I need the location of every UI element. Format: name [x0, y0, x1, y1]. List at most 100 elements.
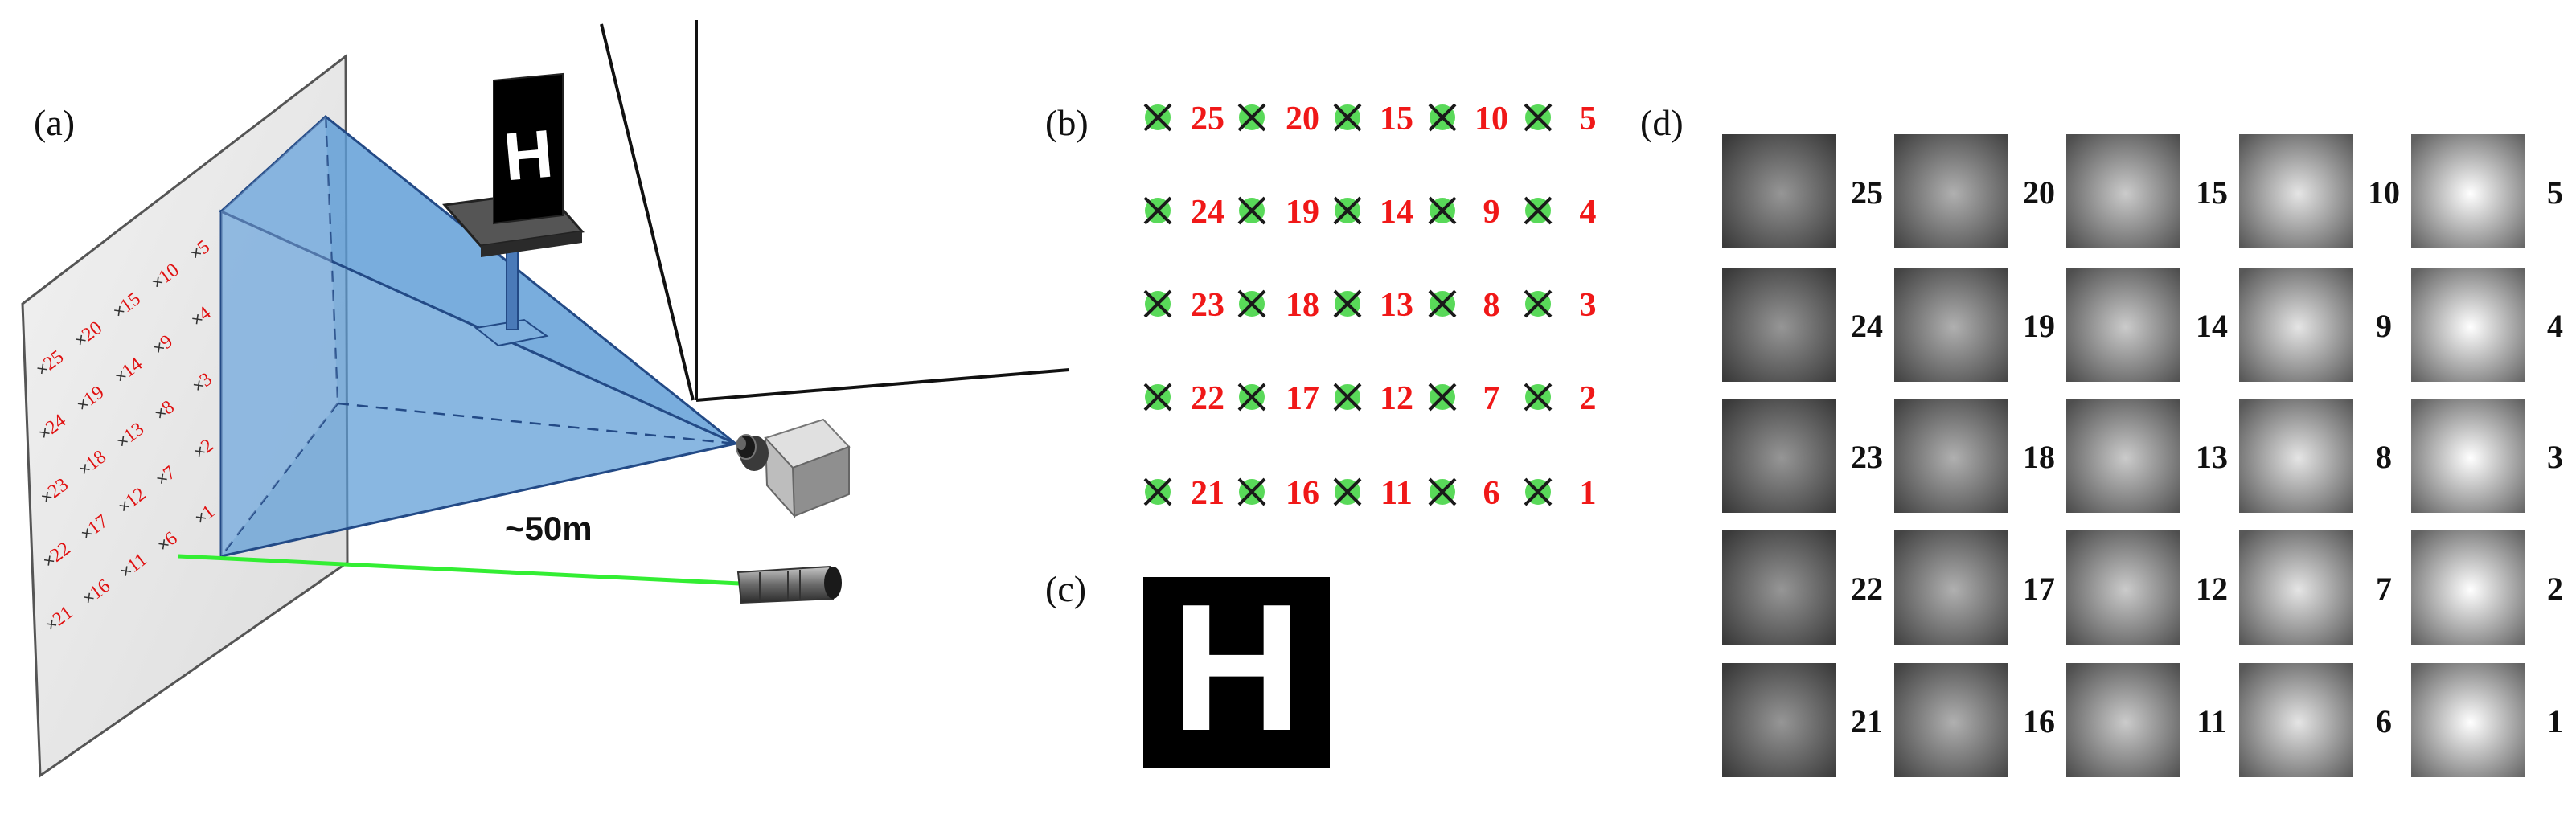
marker-number: 2 [1580, 380, 1597, 417]
captured-spot-image [2066, 399, 2180, 513]
x-marker-icon [1143, 103, 1172, 132]
image-number: 5 [2547, 174, 2563, 211]
marker-number: 5 [1580, 100, 1597, 137]
captured-spot-image [1722, 663, 1836, 777]
image-number: 7 [2376, 571, 2392, 607]
image-number: 17 [2023, 571, 2055, 607]
captured-spot-image [1894, 134, 2008, 248]
image-number: 6 [2376, 703, 2392, 739]
x-marker-icon [1237, 383, 1266, 412]
x-marker-icon [1524, 103, 1553, 132]
marker-number: 22 [1191, 380, 1224, 417]
captured-spot-image [2066, 134, 2180, 248]
image-number: 3 [2547, 439, 2563, 475]
image-number: 10 [2368, 174, 2400, 211]
x-marker-icon [1237, 477, 1266, 506]
marker-number: 4 [1580, 194, 1597, 231]
target-board-letter: H [501, 116, 556, 195]
x-marker-icon [1333, 383, 1362, 412]
captured-spot-image [1894, 399, 2008, 513]
panel-label-b: (b) [1045, 102, 1089, 143]
panel-label-d: (d) [1640, 102, 1684, 143]
panel-c-target: (c) H [1045, 566, 1330, 768]
captured-spot-image [2239, 530, 2353, 645]
x-marker-icon [1237, 196, 1266, 225]
image-number: 4 [2547, 308, 2563, 344]
x-marker-icon [1333, 196, 1362, 225]
target-board-icon: H [442, 72, 585, 347]
captured-spot-image [2066, 268, 2180, 382]
x-marker-icon [1428, 289, 1457, 318]
target-h-letter: H [1171, 566, 1302, 768]
captured-spot-image [1894, 530, 2008, 645]
target-h-board [1143, 577, 1330, 768]
image-number: 24 [1851, 308, 1883, 344]
image-number: 15 [2196, 174, 2228, 211]
x-marker-icon [1524, 383, 1553, 412]
image-number: 22 [1851, 571, 1883, 607]
marker-number: 9 [1483, 194, 1500, 231]
marker-number: 21 [1191, 475, 1224, 512]
captured-spot-image [2411, 268, 2525, 382]
image-number: 13 [2196, 439, 2228, 475]
x-marker-icon [1333, 103, 1362, 132]
marker-number: 8 [1483, 287, 1500, 324]
x-marker-icon [1428, 103, 1457, 132]
captured-spot-image [1722, 268, 1836, 382]
captured-spot-image [1722, 530, 1836, 645]
image-number: 18 [2023, 439, 2055, 475]
marker-number: 25 [1191, 100, 1224, 137]
captured-spot-image [1722, 399, 1836, 513]
marker-number: 14 [1380, 194, 1413, 231]
image-number: 23 [1851, 439, 1883, 475]
x-marker-icon [1428, 383, 1457, 412]
captured-spot-image [2411, 663, 2525, 777]
marker-number: 20 [1286, 100, 1319, 137]
x-marker-icon [1333, 477, 1362, 506]
x-marker-icon [1428, 477, 1457, 506]
x-marker-icon [1333, 289, 1362, 318]
camera-icon [736, 418, 851, 518]
marker-number: 1 [1580, 475, 1597, 512]
image-number: 8 [2376, 439, 2392, 475]
captured-spot-image [1894, 268, 2008, 382]
x-marker-icon [1143, 477, 1172, 506]
room-edge-line [695, 368, 1070, 402]
marker-number: 17 [1286, 380, 1319, 417]
marker-number: 6 [1483, 475, 1500, 512]
image-number: 12 [2196, 571, 2228, 607]
image-number: 20 [2023, 174, 2055, 211]
laser-pointer-icon [736, 565, 842, 604]
captured-spot-image [2239, 399, 2353, 513]
captured-spot-image [2066, 530, 2180, 645]
captured-spot-image [2411, 134, 2525, 248]
marker-number: 18 [1286, 287, 1319, 324]
marker-number: 11 [1380, 475, 1413, 512]
room-edge-line [600, 23, 695, 401]
marker-number: 23 [1191, 287, 1224, 324]
captured-spot-image [2066, 663, 2180, 777]
marker-number: 10 [1475, 100, 1508, 137]
distance-label: ~50m [505, 510, 593, 547]
field-of-view-pyramid [219, 115, 740, 558]
captured-spot-image [2239, 134, 2353, 248]
x-marker-icon [1143, 196, 1172, 225]
x-marker-icon [1237, 103, 1266, 132]
captured-spot-image [1894, 663, 2008, 777]
x-marker-icon [1428, 196, 1457, 225]
captured-spot-image [2239, 663, 2353, 777]
x-marker-icon [1143, 383, 1172, 412]
x-marker-icon [1143, 289, 1172, 318]
x-marker-icon [1524, 196, 1553, 225]
panel-label-c: (c) [1045, 568, 1086, 609]
x-marker-icon [1237, 289, 1266, 318]
image-number: 14 [2196, 308, 2228, 344]
image-number: 2 [2547, 571, 2563, 607]
captured-spot-image [2239, 268, 2353, 382]
captured-spot-image [1722, 134, 1836, 248]
marker-number: 19 [1286, 194, 1319, 231]
